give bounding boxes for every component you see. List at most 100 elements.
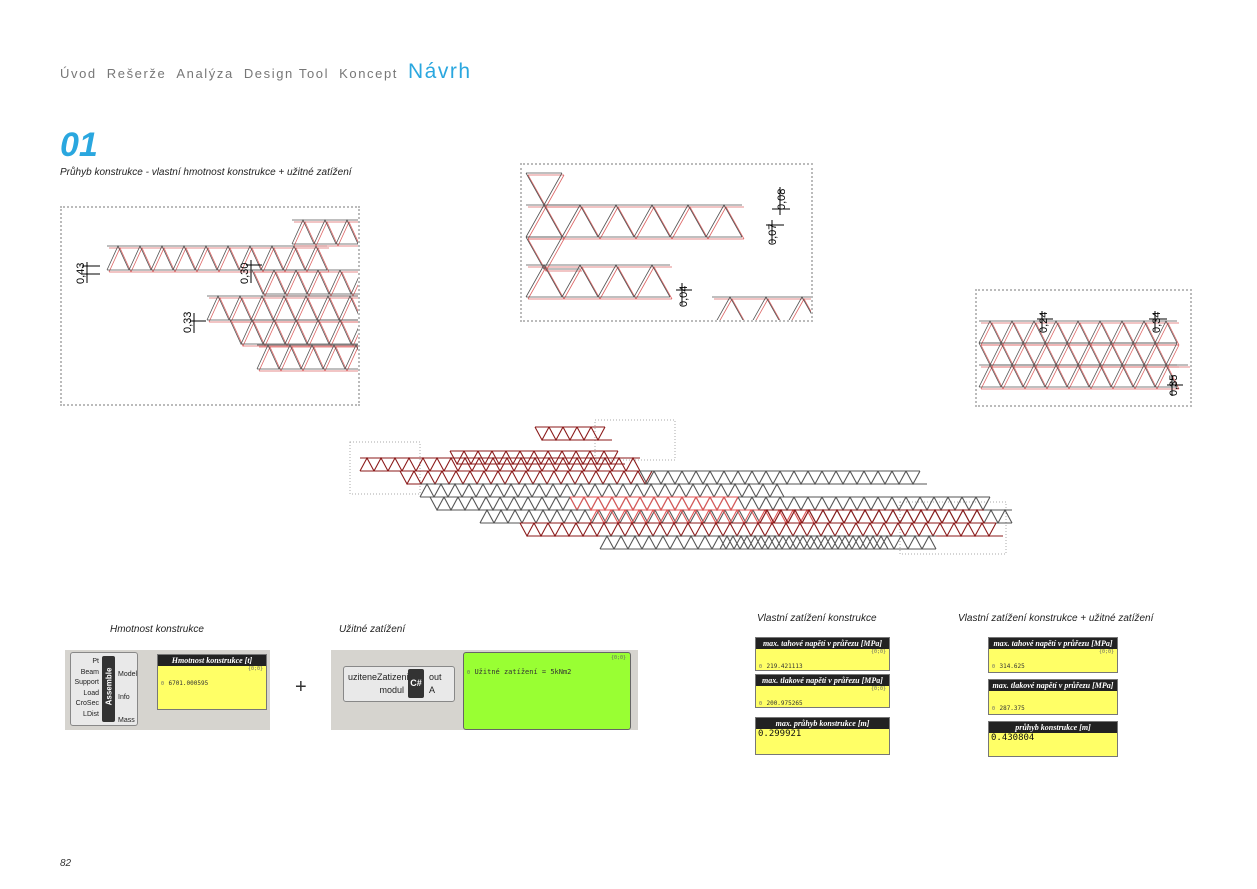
self-live-tension-title: max. tahové napětí v průřezu [MPa] (989, 638, 1117, 649)
nav-item-navrh-active[interactable]: Návrh (408, 60, 472, 83)
truss-strip (256, 344, 358, 370)
caption-self-load: Vlastní zatížení konstrukce (757, 613, 877, 624)
mass-panel[interactable]: Hmotnost konstrukce [t] {0;0} 0 6701.000… (157, 654, 267, 710)
input-beam[interactable]: Beam (80, 668, 99, 676)
detail-mid-frame: 0,08 0,07 0,04 (520, 163, 813, 322)
nav-item-reserze[interactable]: Rešerže (106, 66, 167, 81)
nav-item-koncept[interactable]: Koncept (339, 66, 399, 81)
output-a[interactable]: A (429, 685, 436, 695)
truss-strip (714, 298, 811, 320)
self-tension-panel[interactable]: max. tahové napětí v průřezu [MPa] {0;0}… (755, 637, 890, 671)
plus-sign: + (295, 676, 307, 698)
truss-strip (525, 264, 671, 298)
self-compression-path: {0;0} (870, 686, 886, 692)
truss-strip (206, 295, 358, 321)
truss-strip (980, 366, 1180, 390)
csharp-name: C# (408, 669, 424, 698)
caption-mass: Hmotnost konstrukce (110, 624, 204, 635)
truss-strip (359, 456, 641, 472)
output-model[interactable]: Model (118, 671, 138, 678)
self-live-compression-index: 0 (992, 706, 996, 712)
dim-label-right-2: 0,34 (1151, 312, 1163, 333)
mass-panel-index: 0 (161, 681, 165, 687)
detail-left-truss: 0,43 0,30 0,33 (75, 219, 358, 372)
detail-right-frame: 0,24 0,34 0,35 (975, 289, 1192, 407)
truss-strip (525, 204, 743, 238)
mass-panel-path: {0;0} (247, 666, 263, 672)
csharp-inputs: uziteneZatizeni modul (348, 671, 409, 697)
output-out[interactable]: out (429, 672, 442, 682)
mass-panel-title: Hmotnost konstrukce [t] (158, 655, 266, 666)
nav-item-design-tool[interactable]: Design Tool (243, 66, 330, 81)
truss-strip (980, 322, 1180, 346)
self-compression-index: 0 (759, 701, 763, 707)
dimension-marks (82, 260, 262, 333)
self-tension-value: 219.421113 (766, 663, 803, 670)
input-load[interactable]: Load (83, 689, 99, 697)
overview-truss (340, 415, 1020, 565)
section-title: Průhyb konstrukce - vlastní hmotnost kon… (60, 167, 352, 178)
dim-label-mid-2: 0,07 (767, 224, 779, 245)
dim-label-right-1: 0,24 (1038, 312, 1050, 333)
truss-strip (569, 496, 745, 512)
self-live-tension-panel[interactable]: max. tahové napětí v průřezu [MPa] {0;0}… (988, 637, 1118, 673)
truss-strip (231, 321, 358, 347)
dimension-marks (1037, 311, 1183, 396)
truss-strip (639, 470, 927, 486)
dim-label-right-3: 0,35 (1168, 375, 1180, 396)
truss-strip (527, 238, 582, 272)
detail-mid-truss: 0,08 0,07 0,04 (525, 172, 811, 320)
dim-label-left-2: 0,30 (239, 263, 251, 284)
nav-item-uvod[interactable]: Úvod (60, 66, 97, 81)
gh-self-load-panels: max. tahové napětí v průřezu [MPa] {0;0}… (755, 637, 892, 755)
caption-live-load: Užitné zatížení (339, 624, 406, 635)
truss-strip (251, 269, 358, 295)
input-ldist[interactable]: LDist (83, 710, 99, 718)
self-live-deflection-title: průhyb konstrukce [m] (989, 722, 1117, 733)
assemble-component[interactable]: Pt Beam Support Load CroSec LDist Assemb… (70, 652, 138, 726)
detail-right-truss: 0,24 0,34 0,35 (978, 311, 1190, 396)
truss-strip (525, 172, 580, 206)
truss-strip (759, 508, 985, 524)
live-load-panel-index: 0 (467, 670, 471, 676)
nav-item-analyza[interactable]: Analýza (176, 66, 234, 81)
truss-strip (399, 470, 659, 486)
output-info[interactable]: Info (118, 694, 130, 701)
assemble-inputs: Pt Beam Support Load CroSec LDist (74, 657, 99, 720)
self-live-deflection-value: 0.430804 (991, 733, 1035, 743)
self-deflection-panel[interactable]: max. průhyb konstrukce [m] 0.299921 (755, 717, 890, 755)
self-live-deflection-panel[interactable]: průhyb konstrukce [m] 0.430804 (988, 721, 1118, 757)
truss-strip (208, 297, 358, 323)
input-modul[interactable]: modul (379, 685, 404, 695)
self-live-compression-panel[interactable]: max. tlakové napětí v průřezu [MPa] 0 28… (988, 679, 1118, 715)
output-mass[interactable]: Mass (118, 717, 135, 724)
section-number: 01 (60, 126, 98, 164)
truss-strip (527, 266, 673, 300)
truss-strip (106, 245, 328, 271)
self-live-compression-title: max. tlakové napětí v průřezu [MPa] (989, 680, 1117, 691)
truss-strip (978, 342, 1188, 366)
assemble-outputs: Model Info Mass (118, 663, 137, 732)
csharp-component[interactable]: uziteneZatizeni modul C# out A (343, 666, 455, 702)
self-tension-index: 0 (759, 664, 763, 670)
truss-strip (291, 219, 358, 245)
input-support[interactable]: Support (74, 679, 99, 686)
gh-self-live-load-panels: max. tahové napětí v průřezu [MPa] {0;0}… (988, 637, 1120, 757)
page-number: 82 (60, 858, 72, 869)
live-load-panel-value: Užitné zatížení = 5kNm2 (474, 668, 572, 676)
live-load-panel[interactable]: {0;0} 0 Užitné zatížení = 5kNm2 (463, 652, 631, 730)
truss-strip (229, 319, 358, 345)
self-compression-title: max. tlakové napětí v průřezu [MPa] (756, 675, 889, 686)
input-pt[interactable]: Pt (92, 658, 99, 665)
self-live-tension-value: 314.625 (999, 663, 1025, 670)
input-uzitene-zatizeni[interactable]: uziteneZatizeni (348, 672, 409, 682)
input-crosec[interactable]: CroSec (75, 700, 99, 707)
live-load-panel-path: {0;0} (610, 655, 626, 661)
truss-strip (712, 296, 811, 320)
self-live-tension-index: 0 (992, 664, 996, 670)
assemble-name: Assemble (104, 667, 114, 706)
assemble-name-bar: Assemble (102, 656, 115, 722)
self-deflection-title: max. průhyb konstrukce [m] (756, 718, 889, 729)
dim-label-left-3: 0,33 (182, 312, 194, 333)
self-compression-panel[interactable]: max. tlakové napětí v průřezu [MPa] {0;0… (755, 674, 890, 708)
